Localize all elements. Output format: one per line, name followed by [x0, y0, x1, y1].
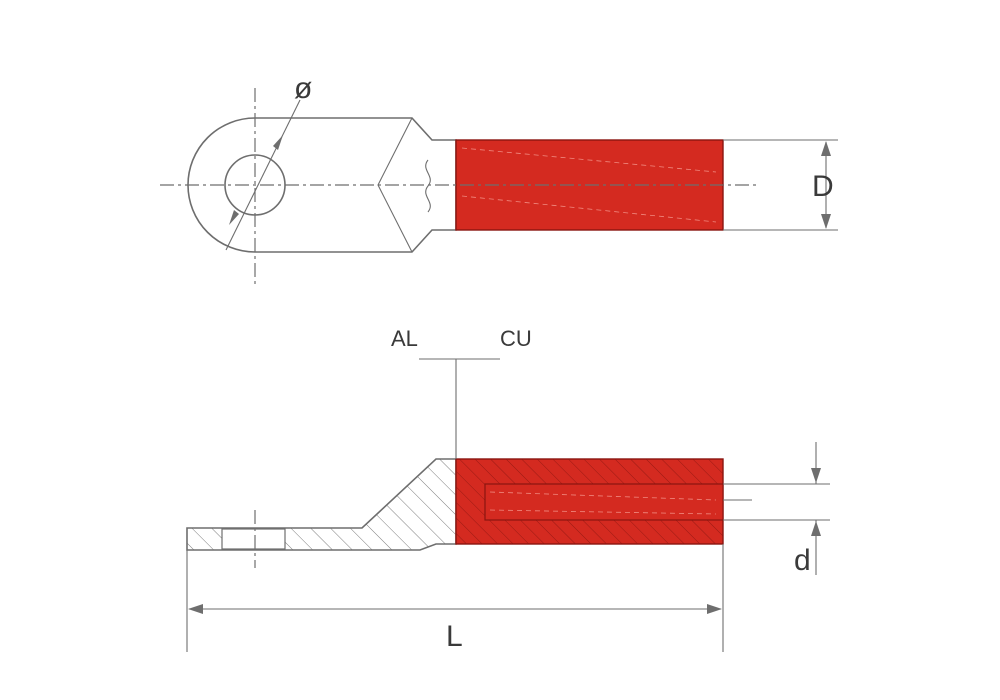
outer-diameter-label: D — [812, 170, 834, 203]
top-view: ø D — [160, 72, 838, 285]
copper-barrel-bore — [484, 483, 724, 521]
break-mark — [425, 159, 431, 213]
inner-diameter-arrow-down — [811, 468, 821, 483]
section-view: AL CU d L — [186, 326, 830, 653]
palm-bolt-hole — [221, 528, 286, 550]
diameter-label: ø — [294, 72, 312, 105]
outer-diameter-arrow-up — [821, 141, 831, 156]
diameter-leader — [225, 99, 301, 251]
length-arrow-left — [188, 604, 203, 614]
length-arrow-right — [707, 604, 722, 614]
inner-diameter-arrow-up — [811, 521, 821, 536]
lug-palm-outline — [187, 117, 457, 253]
diameter-arrow-lower — [229, 210, 239, 225]
length-label: L — [446, 620, 463, 653]
inner-diameter-label: d — [794, 544, 811, 577]
copper-label: CU — [500, 326, 532, 351]
aluminium-label: AL — [391, 326, 418, 351]
diameter-arrow-upper — [273, 135, 283, 150]
outer-diameter-arrow-down — [821, 214, 831, 229]
